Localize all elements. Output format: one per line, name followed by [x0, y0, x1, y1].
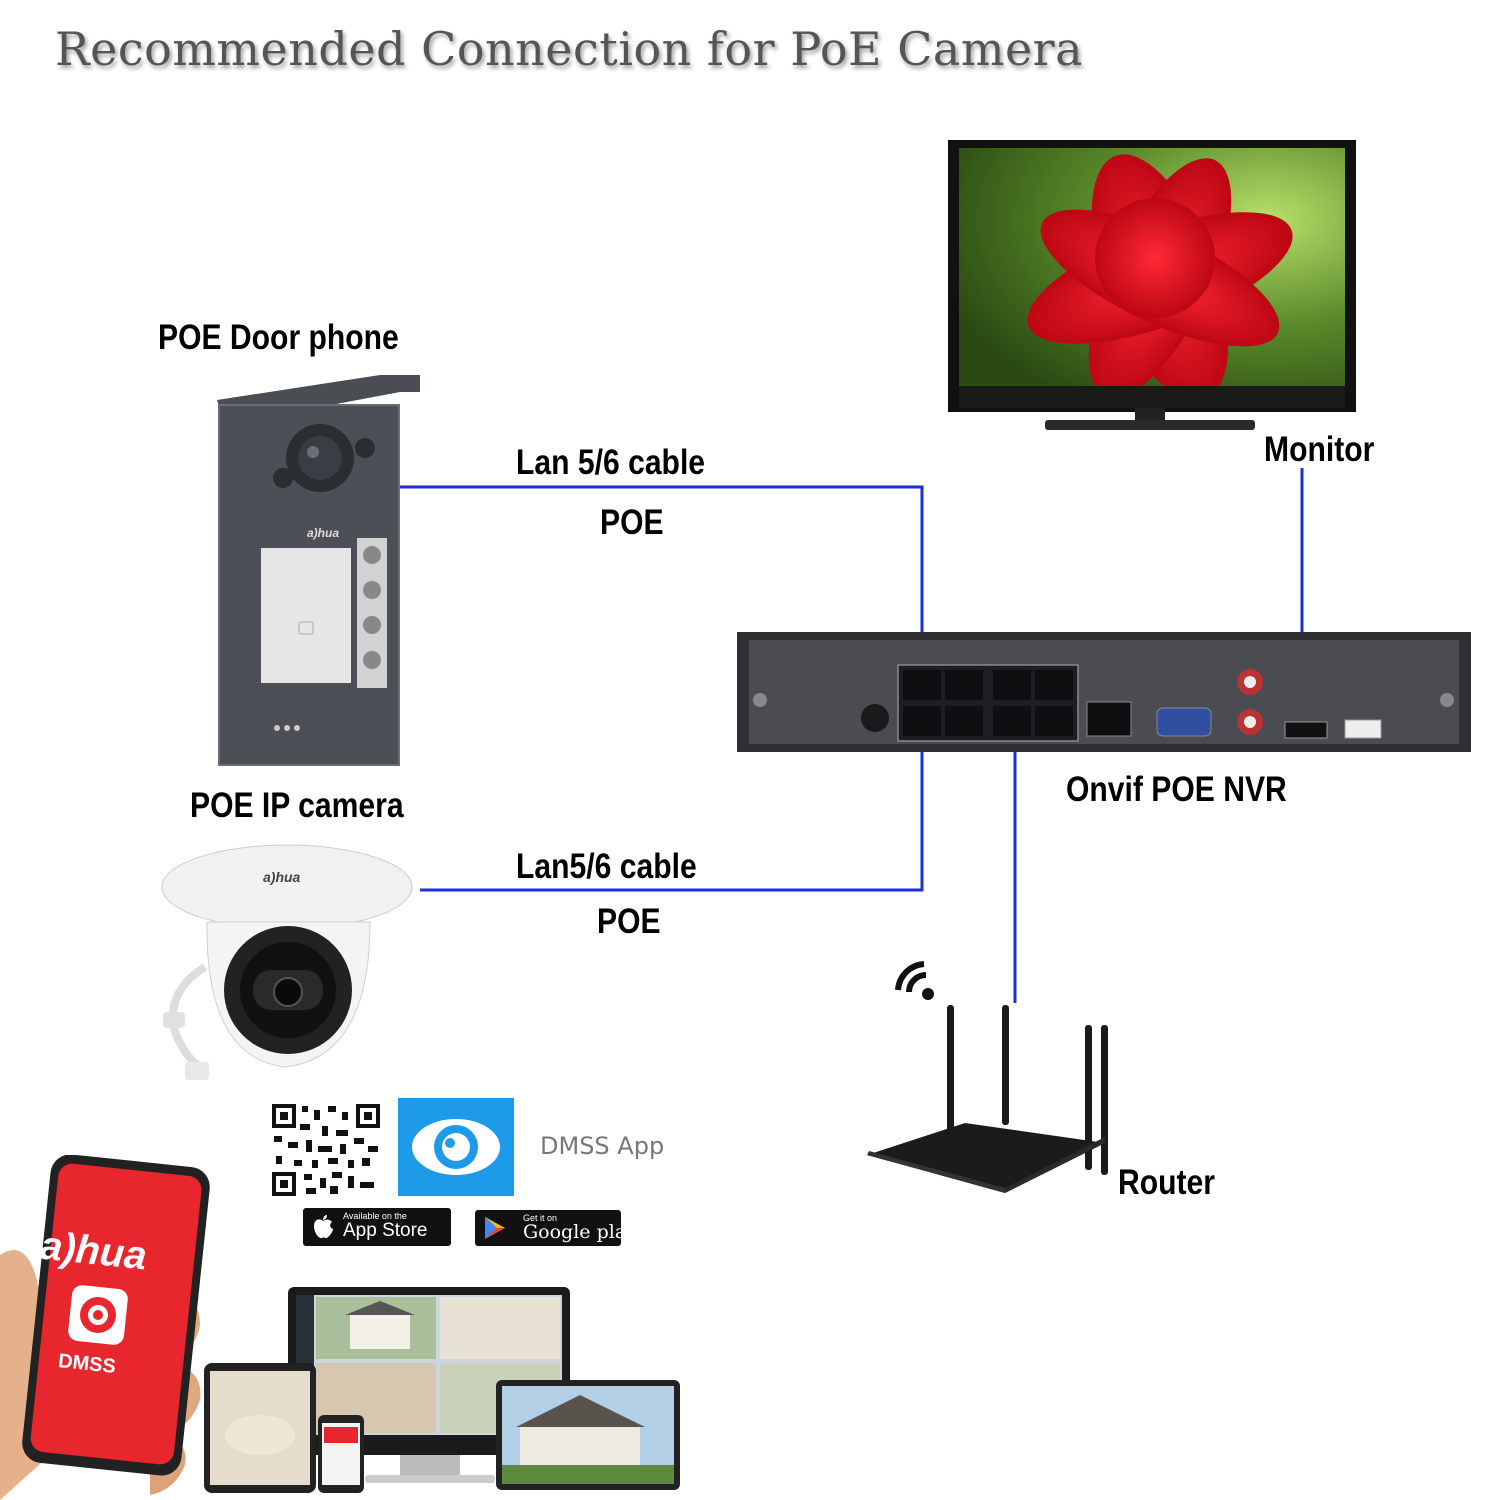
poe-bottom-label: POE [597, 902, 661, 941]
ip-camera-image: a)hua [161, 844, 413, 1080]
google-play-text: Google play [523, 1221, 637, 1243]
door-phone-image: a)hua [217, 375, 420, 766]
devices-image [204, 1287, 680, 1493]
app-store-badge[interactable]: Available on the App Store [303, 1208, 451, 1246]
camera-logo: a)hua [263, 869, 301, 885]
dmss-app-label: DMSS App [540, 1132, 665, 1160]
dmss-app-icon [398, 1098, 514, 1196]
flower-icon [1027, 154, 1293, 402]
google-play-icon [485, 1217, 505, 1239]
qr-code-icon [270, 1102, 382, 1198]
router-label: Router [1118, 1163, 1215, 1202]
door-phone-to-nvr-line [398, 485, 924, 680]
app-store-small-text: Available on the [343, 1211, 407, 1221]
cable-bottom-label: Lan5/6 cable [516, 847, 697, 886]
monitor-image [948, 140, 1356, 430]
hdmi-port [1284, 721, 1328, 739]
camera-to-nvr-line [420, 733, 924, 892]
door-phone-label: POE Door phone [158, 318, 399, 357]
lan-port [1086, 701, 1132, 737]
vga-port [1156, 707, 1212, 737]
phone-in-hand: a)hua DMSS [0, 1155, 210, 1500]
wifi-icon [895, 961, 934, 1000]
router-image [867, 1005, 1108, 1193]
nvr-label: Onvif POE NVR [1066, 770, 1287, 809]
door-phone-logo: a)hua [307, 526, 339, 540]
google-play-small-text: Get it on [523, 1213, 558, 1223]
app-store-text: App Store [343, 1220, 428, 1241]
monitor-label: Monitor [1264, 430, 1375, 469]
poe-top-label: POE [600, 503, 664, 542]
cable-top-label: Lan 5/6 cable [516, 443, 706, 482]
google-play-badge[interactable]: Get it on Google play [475, 1210, 637, 1246]
nvr-image [737, 632, 1471, 752]
apple-icon [314, 1215, 333, 1239]
dmss-logo-icon [68, 1285, 128, 1345]
usb-port [1344, 719, 1382, 739]
page-title: Recommended Connection for PoE Camera [55, 22, 1084, 76]
ip-camera-label: POE IP camera [190, 786, 404, 825]
